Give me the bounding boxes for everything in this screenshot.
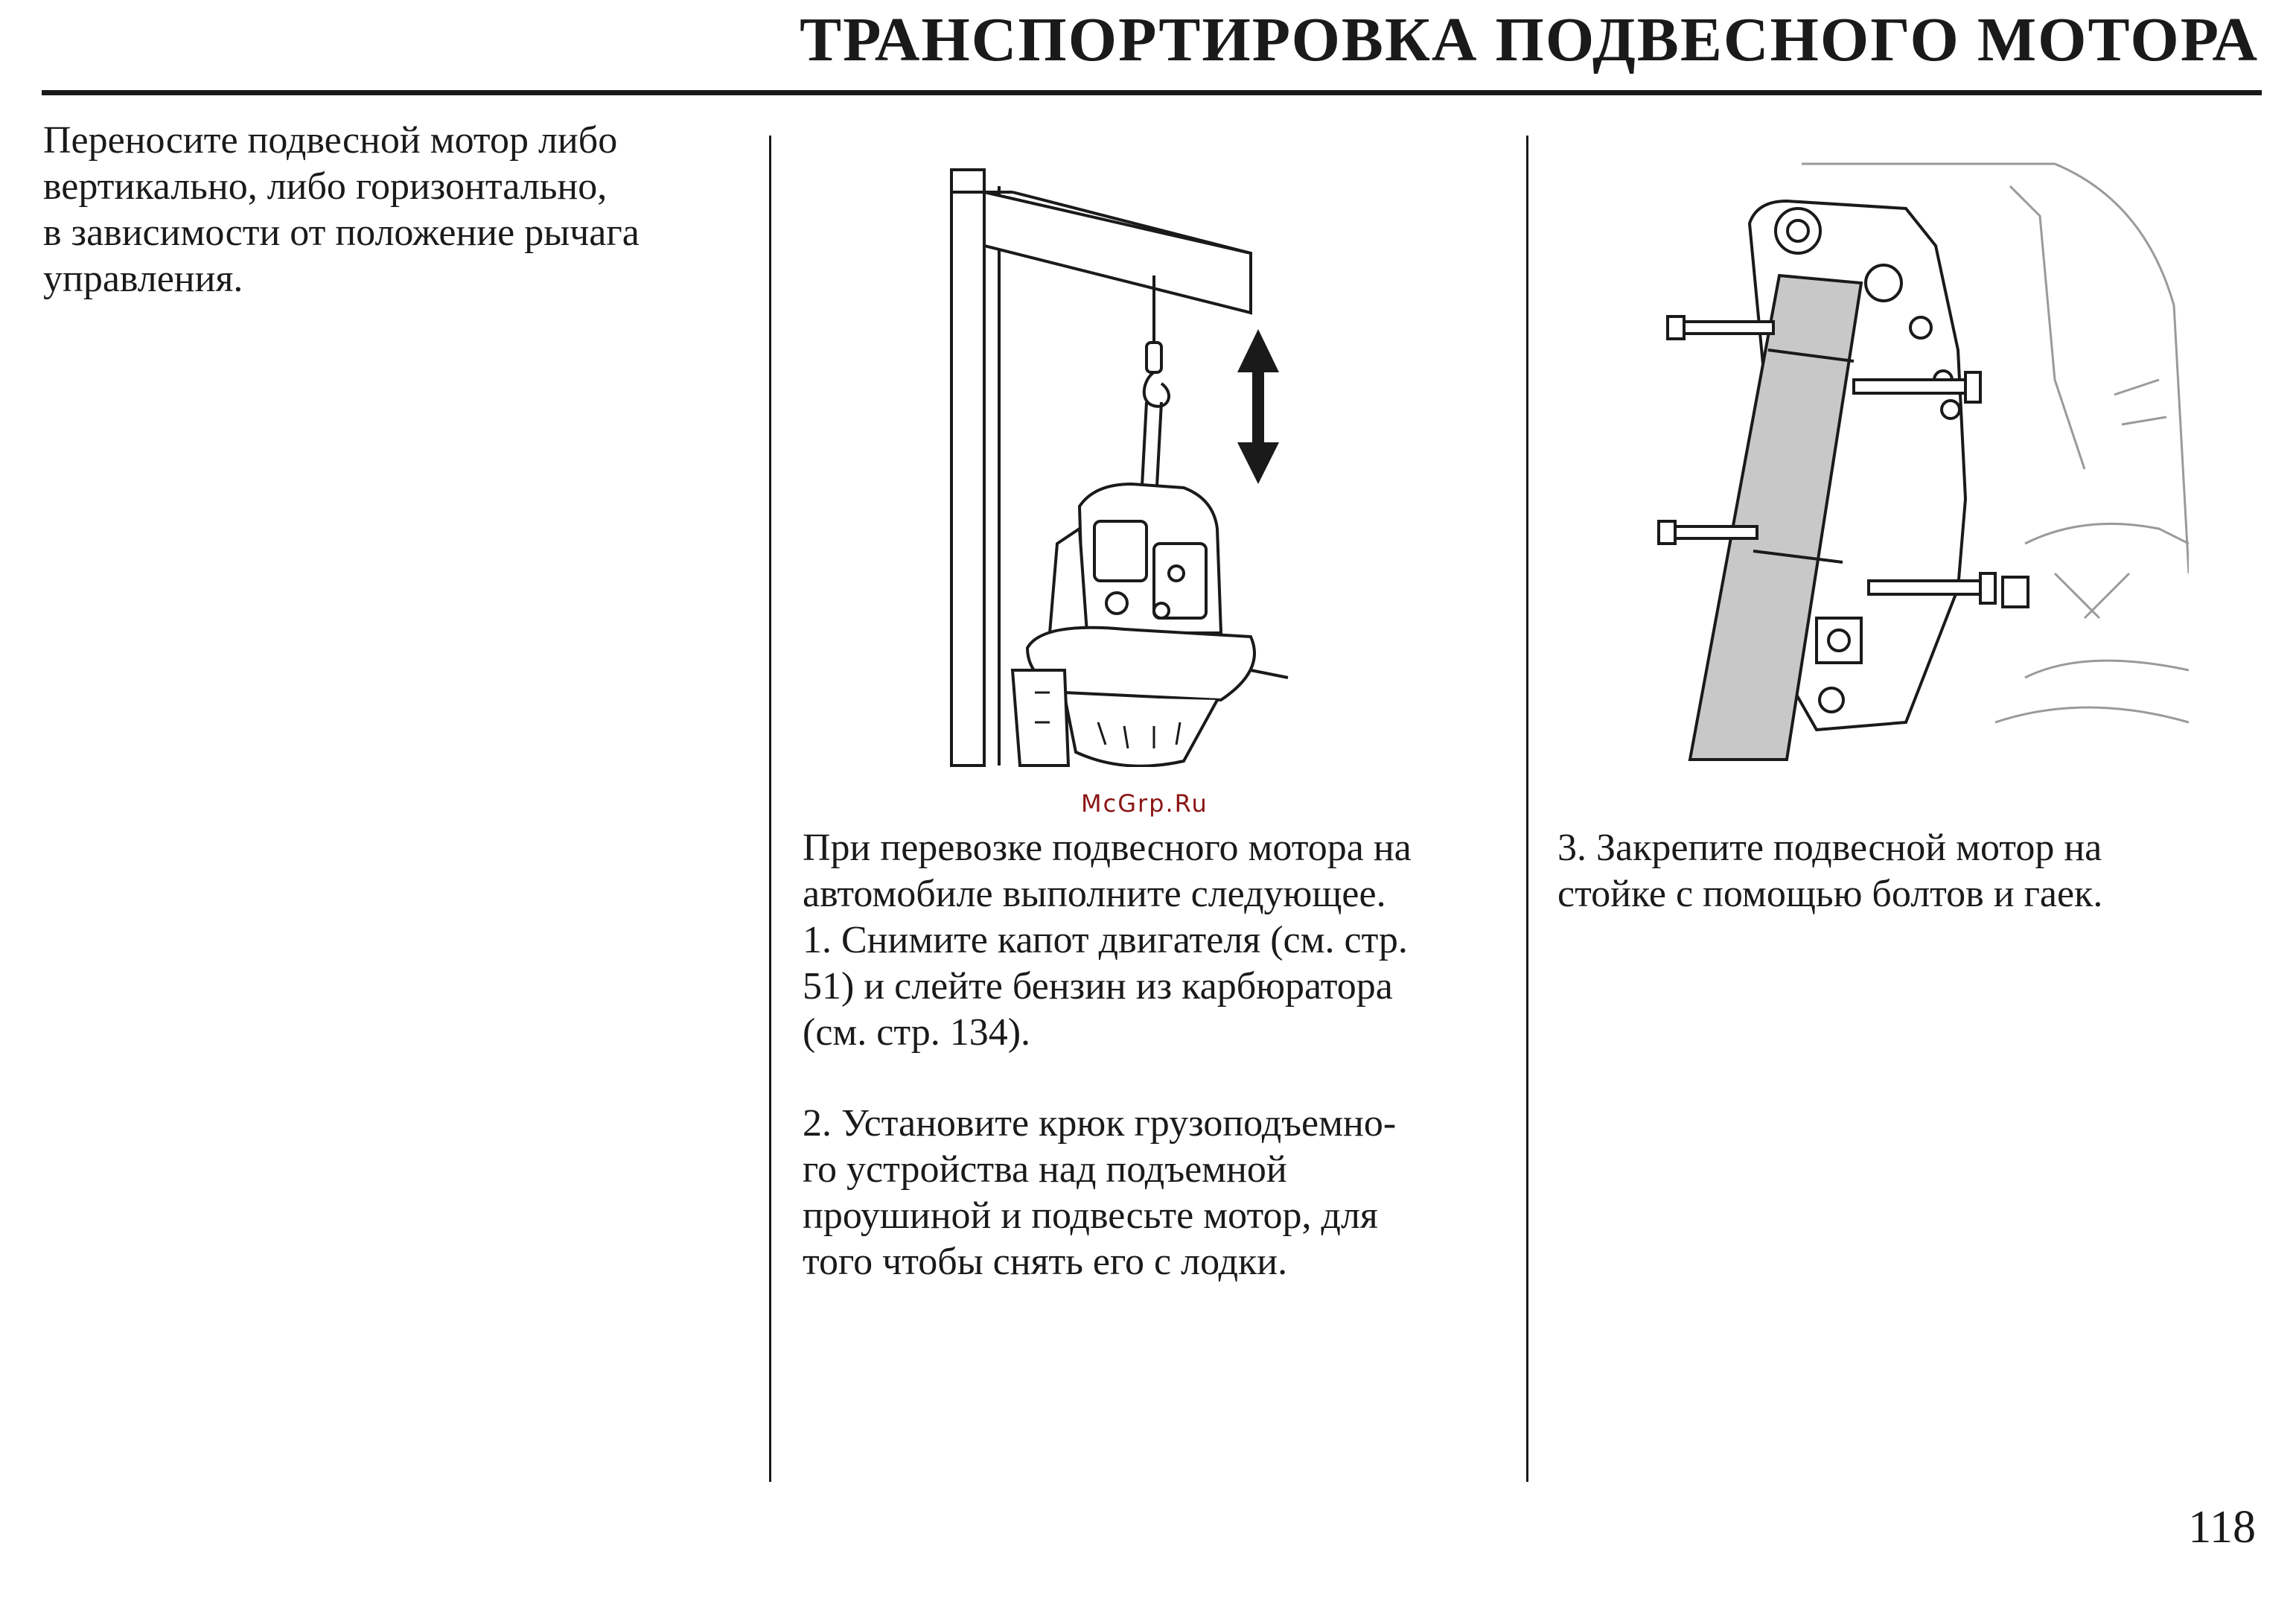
step-3-paragraph: 3. Закрепите подвесной мотор на стойке с… [1557, 827, 2103, 915]
watermark: McGrp.Ru [1081, 789, 1208, 818]
page-number: 118 [2188, 1502, 2256, 1553]
mounting-bolts [1657, 315, 2029, 608]
step-2-paragraph: 2. Установите крюк грузоподъемно- го уст… [803, 1102, 1397, 1283]
intro-paragraph: Переносите подвесной мотор либо вертикал… [43, 119, 640, 300]
lift-arrow-icon [1237, 329, 1279, 484]
column-divider-left [769, 136, 771, 1482]
stand-mount-illustration [1657, 162, 2189, 761]
column-divider-right [1526, 136, 1528, 1482]
title-underline [42, 90, 2262, 95]
transport-intro-step-1: При перевозке подвесного мотора на автом… [803, 827, 1412, 1054]
hoist-illustration [950, 168, 1289, 767]
mounting-stand [1688, 273, 1863, 761]
page-title: ТРАНСПОРТИРОВКА ПОДВЕСНОГО МОТОРА [800, 5, 2259, 74]
